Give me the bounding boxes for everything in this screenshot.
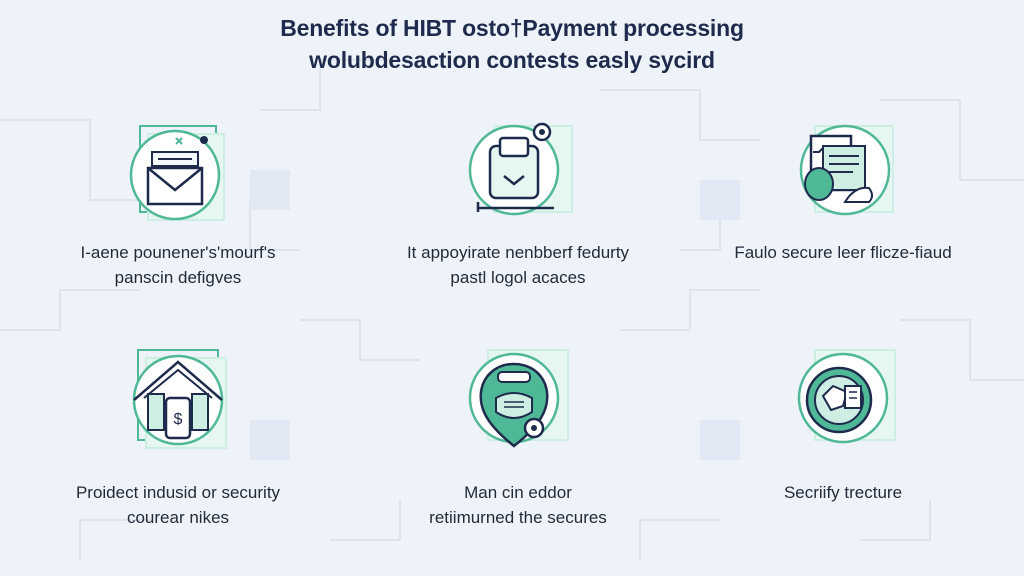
card-4-label-line-1: Proidect indusid or security bbox=[75, 483, 281, 502]
card-5-label-line-2: retiimurned the secures bbox=[429, 508, 607, 527]
card-5-label-line-1: Man cin eddor bbox=[464, 483, 572, 502]
card-6-label-line-1: Secriify trecture bbox=[783, 483, 903, 502]
benefit-card-3: Faulo secure leer flicze-fiaud bbox=[693, 112, 993, 265]
house-money-icon: $ bbox=[118, 342, 238, 462]
benefit-card-2: It appoyirate nenbberf fedurty pastl log… bbox=[368, 112, 668, 290]
svg-text:$: $ bbox=[174, 411, 183, 428]
card-3-label-line-1: Faulo secure leer flicze-fiaud bbox=[734, 243, 952, 262]
lock-document-icon bbox=[458, 112, 578, 232]
documents-shield-icon bbox=[783, 112, 903, 232]
card-4-label-line-2: courear nikes bbox=[126, 508, 230, 527]
card-2-label-line-2: pastl logol acaces bbox=[450, 268, 586, 287]
benefit-card-6: Secriify trecture bbox=[693, 342, 993, 505]
title-line-2: wolubdesaction contests easly sycird bbox=[309, 47, 715, 73]
benefit-card-1: I-aene pounener's'mourf's panscin defigv… bbox=[28, 112, 328, 290]
card-2-label-line-1: It appoyirate nenbberf fedurty bbox=[406, 243, 630, 262]
envelope-card-icon bbox=[118, 112, 238, 232]
benefit-card-5: Man cin eddor retiimurned the secures bbox=[368, 342, 668, 530]
wallet-circle-icon bbox=[783, 342, 903, 462]
person-badge-icon bbox=[458, 342, 578, 462]
title-line-1: Benefits of HIBT osto†Payment processing bbox=[280, 15, 744, 41]
benefit-card-4: $ Proidect indusid or security courear n… bbox=[28, 342, 328, 530]
page-title: Benefits of HIBT osto†Payment processing… bbox=[0, 12, 1024, 76]
card-1-label-line-1: I-aene pounener's'mourf's bbox=[80, 243, 276, 262]
card-1-label-line-2: panscin defigves bbox=[114, 268, 242, 287]
